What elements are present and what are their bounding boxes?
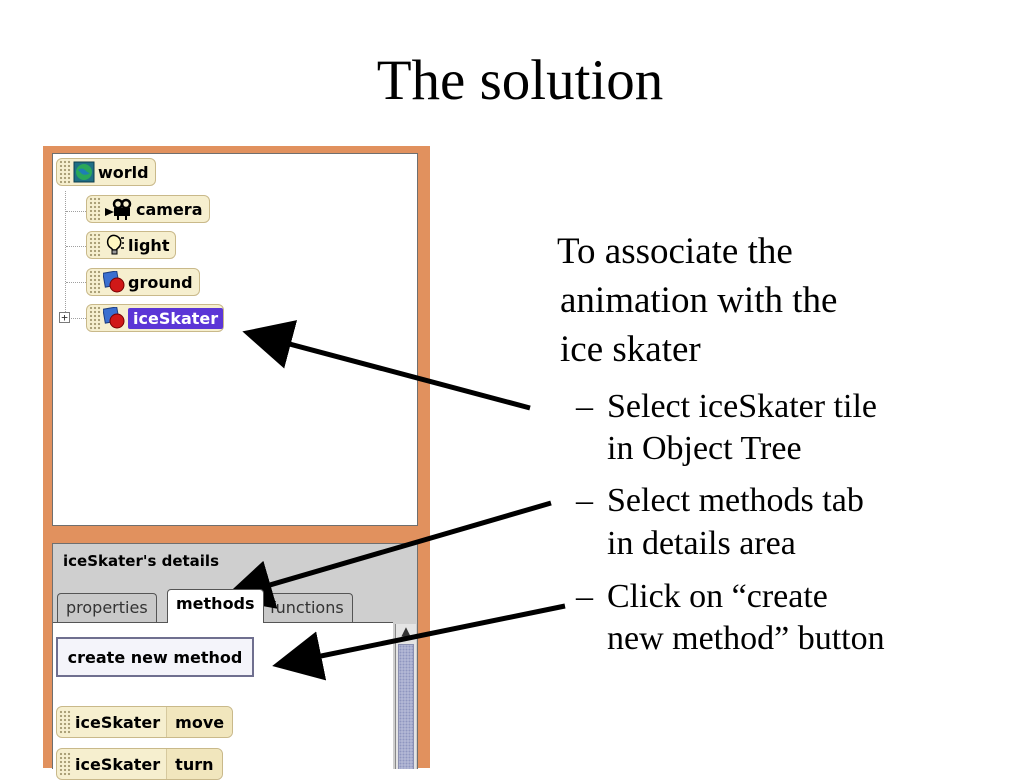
bullet-dash: – (576, 388, 593, 425)
tree-item-iceskater[interactable]: iceSkater (86, 304, 225, 332)
vertical-scrollbar[interactable]: ▲ (395, 624, 416, 769)
drag-grip[interactable] (89, 306, 101, 330)
tree-item-world[interactable]: world (56, 158, 156, 186)
tree-connector (65, 191, 66, 320)
drag-grip[interactable] (89, 270, 101, 294)
drag-grip[interactable] (89, 233, 101, 257)
lightbulb-icon (103, 234, 125, 256)
camera-icon (103, 198, 133, 220)
details-title: iceSkater's details (63, 552, 220, 570)
drag-grip[interactable] (59, 710, 71, 734)
slide-title: The solution (376, 49, 664, 112)
tree-item-label: camera (136, 199, 203, 219)
method-tile-move[interactable]: iceSkater move (56, 706, 234, 738)
tree-item-camera[interactable]: camera (86, 195, 210, 223)
object-icon (102, 306, 125, 329)
expand-icon[interactable]: + (59, 312, 70, 323)
tree-connector (71, 318, 86, 319)
bullet-line: in details area (607, 525, 796, 562)
tree-connector (66, 246, 86, 247)
instruction-line: ice skater (560, 329, 701, 370)
scroll-thumb[interactable] (398, 644, 414, 769)
bullet-line: in Object Tree (607, 430, 802, 467)
bullet-line: Select methods tab (607, 482, 864, 519)
drag-grip[interactable] (89, 197, 101, 221)
instruction-line: To associate the (557, 231, 793, 272)
bullet-line: Click on “create (607, 578, 828, 615)
create-new-method-button[interactable]: create new method (56, 637, 254, 677)
tab-methods[interactable]: methods (167, 589, 264, 623)
arrow-to-methods-tab (222, 500, 552, 609)
tree-item-label: light (128, 235, 170, 255)
bullet-line: new method” button (607, 620, 885, 657)
tree-connector (66, 282, 86, 283)
object-icon (102, 270, 125, 293)
method-object-label: iceSkater (75, 712, 161, 732)
bullet-dash: – (576, 482, 593, 519)
bullet-line: Select iceSkater tile (607, 388, 877, 425)
tree-item-label: world (98, 162, 149, 182)
arrow-to-create-button (272, 603, 566, 681)
globe-icon (73, 161, 95, 183)
tree-item-label: ground (128, 272, 193, 292)
arrow-to-iceskater-tile (242, 320, 531, 411)
drag-grip[interactable] (59, 160, 71, 184)
tree-item-label: iceSkater (128, 307, 224, 329)
tree-connector (66, 211, 86, 212)
scroll-up-icon[interactable]: ▲ (401, 624, 411, 638)
tree-item-light[interactable]: light (86, 231, 177, 259)
method-name-label: move (166, 707, 233, 737)
tree-item-ground[interactable]: ground (86, 268, 200, 296)
bullet-dash: – (576, 578, 593, 615)
instruction-line: animation with the (560, 280, 838, 321)
tab-properties[interactable]: properties (57, 593, 157, 623)
